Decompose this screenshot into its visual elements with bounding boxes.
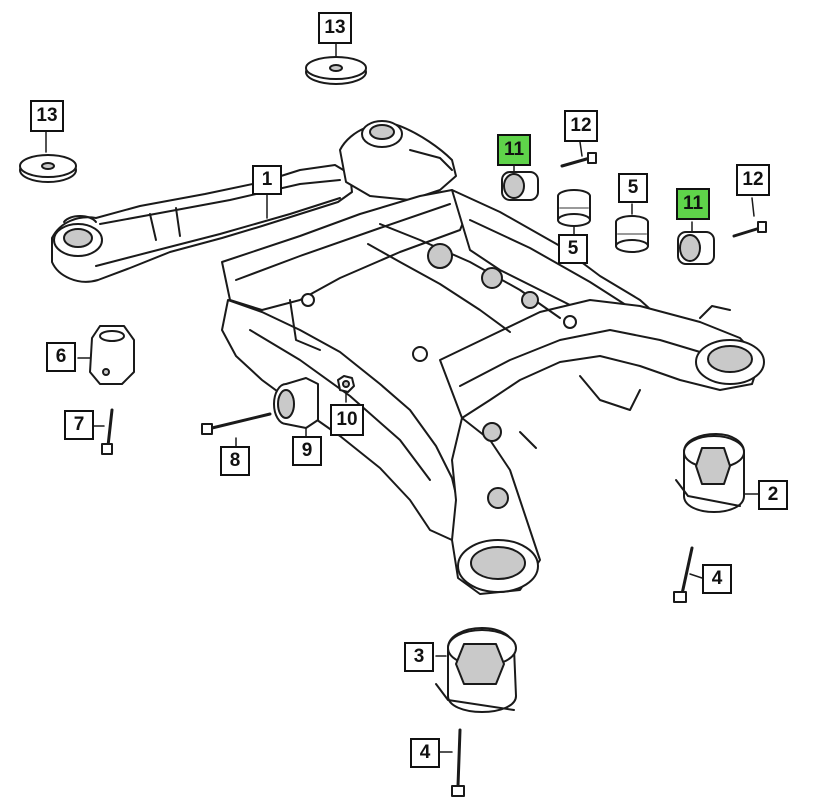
callout-5-left: 5 [558, 234, 588, 264]
callout-9: 9 [292, 436, 322, 466]
callout-3: 3 [404, 642, 434, 672]
callout-11-right: 11 [676, 188, 710, 220]
bushing-icon-11a [501, 165, 539, 201]
callout-13-left: 13 [30, 100, 64, 132]
callout-12-top: 12 [564, 110, 598, 142]
callout-4-bottom: 4 [410, 738, 440, 768]
callout-6: 6 [46, 342, 76, 372]
callout-12-right: 12 [736, 164, 770, 196]
callout-8: 8 [220, 446, 250, 476]
mount-icon-2 [675, 433, 759, 513]
callout-13-top: 13 [318, 12, 352, 44]
callout-1: 1 [252, 165, 282, 195]
subframe-crossmember-icon [51, 120, 765, 595]
callout-2: 2 [758, 480, 788, 510]
mount-bracket-icon-6 [77, 325, 135, 385]
callout-7: 7 [64, 410, 94, 440]
bolt-icon-7 [93, 408, 114, 455]
isolator-washer-icon-top [305, 43, 367, 85]
callout-4-right: 4 [702, 564, 732, 594]
bushing-icon-9 [273, 377, 319, 437]
callout-11-top: 11 [497, 134, 531, 166]
bolt-icon-4a [673, 546, 703, 603]
bolt-icon-12a [560, 141, 597, 168]
bolt-icon-12b [732, 197, 767, 238]
bushing-icon-5b [615, 203, 649, 253]
isolator-washer-icon-left [19, 131, 77, 183]
nut-icon-10 [337, 375, 355, 403]
mount-icon-3 [435, 627, 517, 713]
bushing-icon-5a [557, 189, 591, 235]
bushing-icon-11b [677, 221, 715, 265]
callout-5-right: 5 [618, 173, 648, 203]
bolt-icon-4b [439, 728, 465, 797]
bolt-icon-8 [201, 412, 272, 449]
callout-10: 10 [330, 404, 364, 436]
